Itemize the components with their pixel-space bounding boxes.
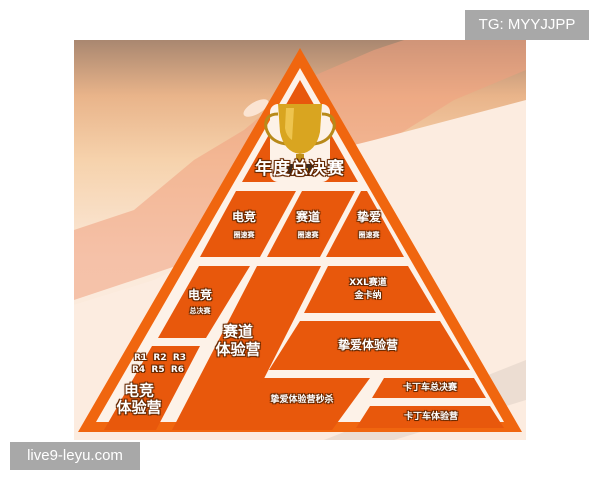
label-xxl-1: XXL赛道	[349, 277, 387, 288]
label-love-camp: 挚爱体验营	[337, 338, 399, 353]
label-esports-rounds-2: R4 R5 R6	[131, 364, 185, 375]
label-esports-final-sub: 总决赛	[189, 306, 211, 315]
label-esports-camp-1: 电竞	[123, 381, 155, 400]
pyramid-graphic	[74, 40, 526, 440]
label-esports-final-title: 电竞	[187, 288, 213, 303]
block-kart-camp	[356, 406, 504, 428]
block-kart-final	[372, 378, 486, 398]
pyramid-poster: 年度总决赛 电竞 圈速赛 赛道 圈速赛 挚爱 圈速赛 电竞 总决赛 赛道 体验营…	[74, 40, 526, 440]
trophy-icon	[264, 104, 336, 182]
label-esports-rounds-1: R1 R2 R3	[133, 352, 187, 363]
background-dot	[243, 99, 269, 117]
label-esports-lap-title: 电竞	[231, 210, 257, 225]
label-kart-camp: 卡丁车体验营	[403, 411, 459, 422]
label-annual-final: 年度总决赛	[255, 159, 345, 180]
label-love-flash: 挚爱体验营秒杀	[270, 394, 334, 405]
block-love-camp	[269, 321, 470, 370]
label-esports-camp-2: 体验营	[116, 398, 162, 417]
label-track-experience-2: 体验营	[215, 340, 261, 359]
block-xxl-gymkhana	[304, 266, 436, 313]
label-kart-final: 卡丁车总决赛	[402, 382, 458, 393]
label-love-lap-title: 挚爱	[356, 210, 382, 225]
watermark-site: live9-leyu.com	[10, 442, 140, 470]
block-track-lap	[267, 191, 355, 257]
block-esports-lap	[200, 191, 296, 257]
label-track-lap-sub: 圈速赛	[297, 230, 319, 239]
block-track-experience	[172, 266, 321, 430]
label-track-lap-title: 赛道	[295, 210, 321, 225]
block-esports-camp	[104, 346, 200, 430]
block-love-lap	[326, 191, 404, 257]
label-love-lap-sub: 圈速赛	[358, 230, 380, 239]
label-xxl-2: 金卡纳	[354, 290, 382, 301]
block-love-flash	[236, 378, 370, 430]
label-track-experience-1: 赛道	[222, 322, 254, 341]
label-esports-lap-sub: 圈速赛	[233, 230, 255, 239]
watermark-telegram: TG: MYYJJPP	[465, 10, 589, 40]
block-esports-final	[158, 266, 250, 338]
